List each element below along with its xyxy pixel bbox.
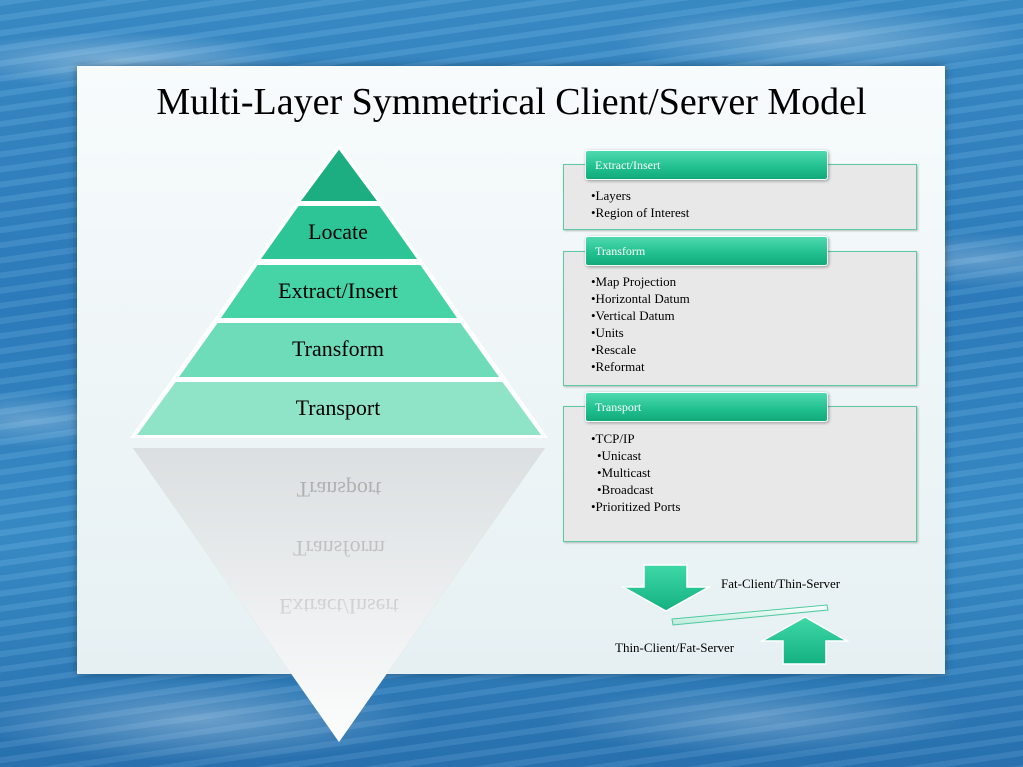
list-item: •Horizontal Datum <box>591 291 690 306</box>
card-extract-insert-list: •Layers •Region of Interest <box>564 165 916 221</box>
thin-client-label: Thin-Client/Fat-Server <box>615 640 735 655</box>
list-item: •Prioritized Ports <box>591 499 681 514</box>
fat-client-label: Fat-Client/Thin-Server <box>721 576 841 591</box>
card-transform: •Map Projection •Horizontal Datum •Verti… <box>563 251 917 386</box>
tab-transport[interactable]: Transport <box>585 392 828 422</box>
card-transform-list: •Map Projection •Horizontal Datum •Verti… <box>564 252 916 375</box>
pyramid-label-extract-insert: Extract/Insert <box>278 278 398 303</box>
pyramid-layer-transport[interactable] <box>133 380 545 437</box>
pyramid-reflection: Transport Transform Extract/Insert <box>133 448 545 742</box>
page-title: Multi-Layer Symmetrical Client/Server Mo… <box>156 81 867 123</box>
list-item: •Units <box>591 325 624 340</box>
pyramid-apex <box>297 146 381 203</box>
list-item: •Reformat <box>591 359 645 374</box>
list-item: •Multicast <box>597 465 651 480</box>
pyramid-layer-transform[interactable] <box>175 321 503 379</box>
pyramid-label-locate: Locate <box>308 219 368 244</box>
up-arrow-icon <box>759 616 850 665</box>
pyramid-layer-locate[interactable] <box>257 204 421 261</box>
balance-beam <box>671 604 829 626</box>
list-item: •Map Projection <box>591 274 677 289</box>
list-item: •Broadcast <box>597 482 654 497</box>
list-item: •Vertical Datum <box>591 308 675 323</box>
list-item: •Layers <box>591 188 631 203</box>
pyramid-layer-extract-insert[interactable] <box>217 263 461 320</box>
tab-extract-insert[interactable]: Extract/Insert <box>585 150 828 180</box>
reflection-fade <box>133 448 545 742</box>
down-arrow-icon <box>620 564 712 612</box>
tab-transform[interactable]: Transform <box>585 236 828 266</box>
card-transport-list: •TCP/IP •Unicast •Multicast •Broadcast •… <box>564 407 916 515</box>
list-item: •Region of Interest <box>591 205 690 220</box>
card-transport: •TCP/IP •Unicast •Multicast •Broadcast •… <box>563 406 917 542</box>
pyramid-label-transport: Transport <box>296 395 381 420</box>
list-item: •TCP/IP <box>591 431 635 446</box>
pyramid-label-transform: Transform <box>292 336 384 361</box>
list-item: •Rescale <box>591 342 636 357</box>
pyramid: Locate Extract/Insert Transform Transpor… <box>130 143 548 438</box>
list-item: •Unicast <box>597 448 642 463</box>
